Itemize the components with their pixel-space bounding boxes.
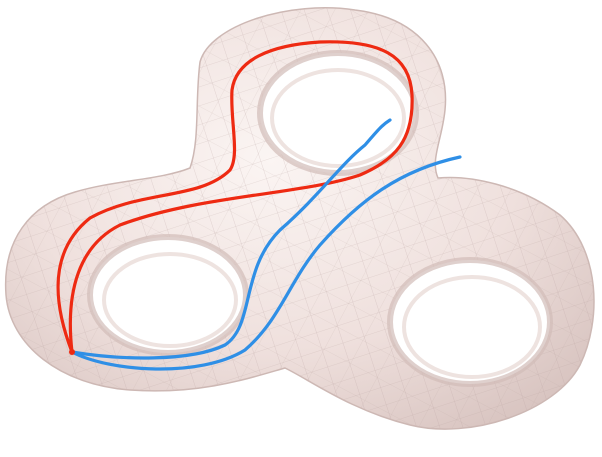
hole-right	[387, 257, 553, 387]
base-point	[69, 349, 75, 355]
blue-curve-1	[70, 118, 392, 360]
hole-left	[87, 234, 249, 356]
blue-curve-2	[70, 155, 462, 371]
red-curve	[56, 40, 414, 354]
surface-outline	[4, 7, 595, 430]
